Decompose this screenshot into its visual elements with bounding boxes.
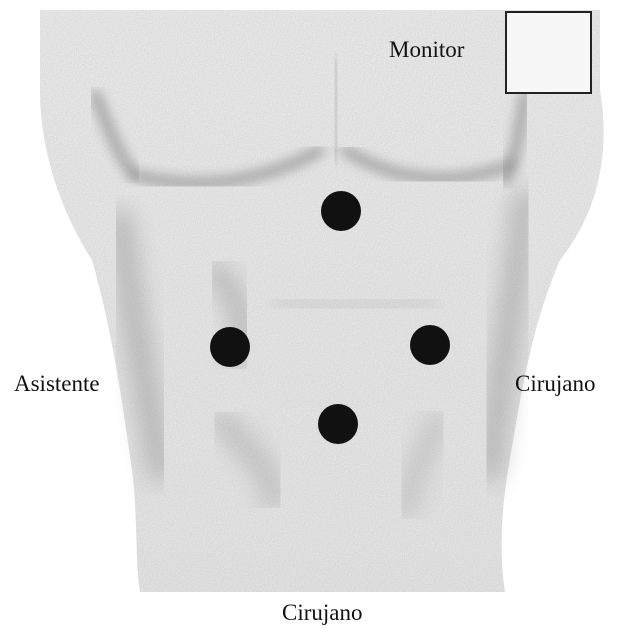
port-right bbox=[410, 325, 450, 365]
assistant-label: Asistente bbox=[14, 372, 100, 395]
surgeon-right-label: Cirujano bbox=[515, 372, 596, 395]
port-left bbox=[210, 327, 250, 367]
port-upper bbox=[321, 191, 361, 231]
port-lower bbox=[318, 404, 358, 444]
monitor-box bbox=[505, 11, 592, 94]
monitor-label: Monitor bbox=[389, 38, 464, 61]
surgeon-bottom-label: Cirujano bbox=[282, 601, 363, 624]
